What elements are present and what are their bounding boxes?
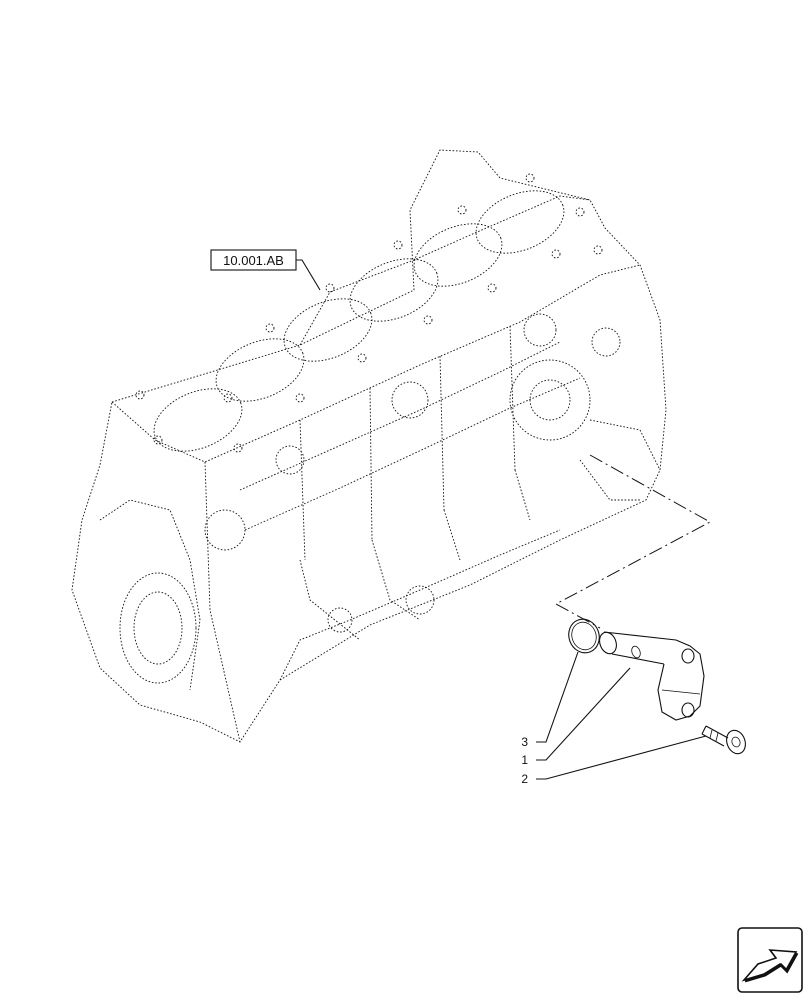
reference-callout[interactable]: 10.001.AB bbox=[210, 249, 321, 291]
crankcase-ribs bbox=[204, 325, 581, 743]
callout-1[interactable]: 1 bbox=[521, 753, 528, 767]
reference-label[interactable]: 10.001.AB bbox=[223, 253, 284, 268]
screw bbox=[701, 725, 746, 755]
flywheel-housing bbox=[99, 381, 435, 691]
timing-gear-area bbox=[509, 313, 661, 501]
next-page-arrow-icon[interactable] bbox=[737, 927, 803, 993]
callout-leaders bbox=[536, 651, 707, 780]
head-bolt-holes bbox=[135, 173, 603, 453]
callout-3[interactable]: 3 bbox=[521, 735, 528, 749]
top-deck bbox=[111, 264, 641, 463]
assembly-guide-line bbox=[554, 454, 712, 629]
o-ring bbox=[568, 618, 600, 654]
engine-block-outline bbox=[71, 149, 667, 743]
cylinder-bores bbox=[153, 190, 565, 452]
oil-spray-tube bbox=[599, 631, 705, 721]
engine-block bbox=[71, 149, 667, 743]
callout-2[interactable]: 2 bbox=[521, 772, 528, 786]
